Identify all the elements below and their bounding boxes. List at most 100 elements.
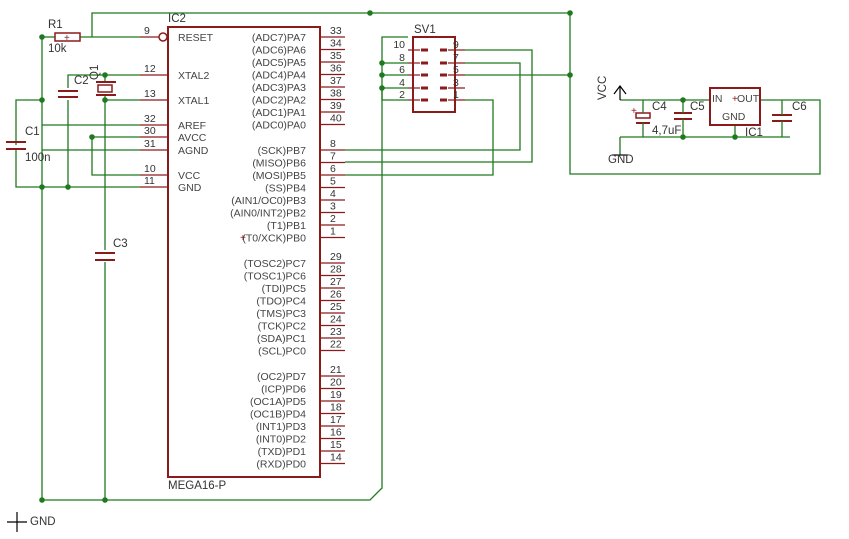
wire-top-rail (91, 12, 821, 175)
wire-mosi (345, 99, 494, 176)
c1-value-label: 100n (25, 152, 51, 164)
q1-crystal[interactable]: Q1 (89, 65, 116, 96)
ic2-pin-name: (AIN1/OC0)PB3 (231, 195, 306, 207)
reset-bubble (158, 32, 168, 42)
ic2-pin-number: 5 (330, 176, 336, 188)
wire-c1-top (15, 99, 42, 145)
r1-body (54, 32, 81, 42)
ic2-pin-number: 37 (330, 75, 342, 87)
sv1-pin-number: 7 (453, 52, 459, 64)
c2-capacitor[interactable]: C2 (58, 75, 89, 98)
ic2-pin-name: (TDI)PC5 (262, 283, 306, 295)
ic2-pin-number: 32 (144, 113, 156, 125)
ic2-pin-name: XTAL2 (178, 70, 209, 82)
ic2-pin-number: 28 (330, 264, 342, 276)
ic2-pin-name: (ADC2)PA2 (252, 95, 306, 107)
c6-capacitor[interactable]: C6 (772, 100, 807, 137)
c5-capacitor[interactable]: C5 (674, 100, 705, 137)
junction-dot (102, 97, 108, 103)
ic2-pin-number: 12 (144, 63, 156, 75)
sv1-pin-number: 10 (393, 39, 405, 51)
r1-value-label: 10k (48, 43, 67, 55)
ic2-pin-number: 24 (330, 314, 342, 326)
ic1-pin-in-label: IN (712, 93, 723, 105)
ic2-pin-name: (TMS)PC3 (256, 308, 306, 320)
ic2-pin-number: 13 (144, 88, 156, 100)
ic2-pin-number: 23 (330, 326, 342, 338)
ic2-pin-name: VCC (178, 170, 201, 182)
ic2-pin-number: 30 (144, 125, 156, 137)
junction-dot (379, 60, 385, 66)
ic2-pin-number: 18 (330, 402, 342, 414)
ic2-pin-number: 34 (330, 38, 342, 50)
ic1-pin-gnd-label: GND (722, 111, 746, 123)
wire-sck (345, 62, 521, 151)
sv1-contact (421, 61, 428, 65)
ic2-pin-name: (TOSC1)PC6 (244, 271, 306, 283)
c1-capacitor[interactable]: C1 100n (6, 126, 51, 164)
c5-name-label: C5 (690, 101, 705, 113)
ic2-pin-name: (ADC7)PA7 (252, 32, 306, 44)
sv1-pin-number: 4 (399, 77, 405, 89)
ic2-pin-number: 15 (330, 439, 342, 451)
sv1-pin-number: 2 (399, 89, 405, 101)
junction-dot (39, 97, 45, 103)
ic2-pin-number: 9 (144, 25, 150, 37)
ic2-pin-name: (ADC4)PA4 (252, 70, 306, 82)
sv1-contact (421, 48, 428, 52)
ic2-pin-name: AREF (178, 120, 206, 132)
sv1-contact (440, 61, 447, 65)
ic2-pin-number: 35 (330, 50, 342, 62)
ic2-pin-number: 26 (330, 289, 342, 301)
ic2-pin-name: (SCL)PC0 (258, 346, 306, 358)
ic2-pin-name: (SS)PB4 (265, 183, 306, 195)
c6-name-label: C6 (792, 101, 807, 113)
ic2-pin-name: (ICP)PD6 (261, 384, 306, 396)
junction-dot (65, 184, 71, 190)
junction-dot (39, 184, 45, 190)
ic2-value-label: MEGA16-P (168, 480, 226, 492)
ic2-pin-name: (INT0)PD2 (256, 434, 306, 446)
sv1-contact (421, 98, 428, 102)
ic1-body (709, 87, 761, 126)
r1-resistor[interactable]: + R1 10k (48, 19, 81, 55)
sv1-contact (421, 86, 428, 90)
sv1-pin-number: 9 (453, 39, 459, 51)
sv1-contact (440, 86, 447, 90)
ic2-pin-name: AGND (178, 145, 209, 157)
junction-dot (102, 72, 108, 78)
ic2-pin-name: (OC1B)PD4 (250, 409, 306, 421)
sv1-contact (440, 73, 447, 77)
ic2-pin-name: (ADC1)PA1 (252, 107, 306, 119)
ic2-left-pins: 9RESET12XTAL213XTAL132AREF30AVCC31AGND10… (140, 25, 214, 194)
junction-dot (379, 85, 385, 91)
ic1-regulator[interactable]: IN OUT + GND IC1 (709, 87, 763, 139)
ic2-mega16[interactable]: IC2 MEGA16-P 9RESET12XTAL213XTAL132AREF3… (140, 13, 345, 492)
ic1-name-label: IC1 (745, 127, 763, 139)
sv1-pin-number: 3 (453, 77, 459, 89)
ic2-pin-number: 39 (330, 100, 342, 112)
gnd-reg-label: GND (608, 154, 634, 166)
ic2-pin-number: 40 (330, 113, 342, 125)
c2-name-label: C2 (74, 75, 89, 87)
junction-dot (39, 34, 45, 40)
ic2-pin-name: GND (178, 182, 202, 194)
ic2-pin-name: AVCC (178, 132, 207, 144)
c4-value-label: 4,7uF (652, 125, 681, 137)
ic2-pin-number: 10 (144, 163, 156, 175)
ic2-name-label: IC2 (168, 13, 186, 25)
ic2-pin-number: 2 (330, 213, 336, 225)
t0-marker: + (240, 233, 246, 244)
ic2-pin-name: (MISO)PB6 (252, 158, 306, 170)
c4-capacitor[interactable]: + C4 4,7uF (631, 100, 681, 137)
junction-dots (39, 10, 738, 503)
ic2-pin-number: 38 (330, 88, 342, 100)
ic2-pin-name: (TDO)PC4 (256, 296, 306, 308)
r1-polarity-mark: + (64, 33, 70, 44)
ic2-pin-name: (INT1)PD3 (256, 421, 306, 433)
junction-dot (379, 72, 385, 78)
c3-capacitor[interactable]: C3 (95, 238, 128, 261)
sv1-pin-number: 5 (453, 64, 459, 76)
wire-c1-bottom (15, 150, 42, 188)
